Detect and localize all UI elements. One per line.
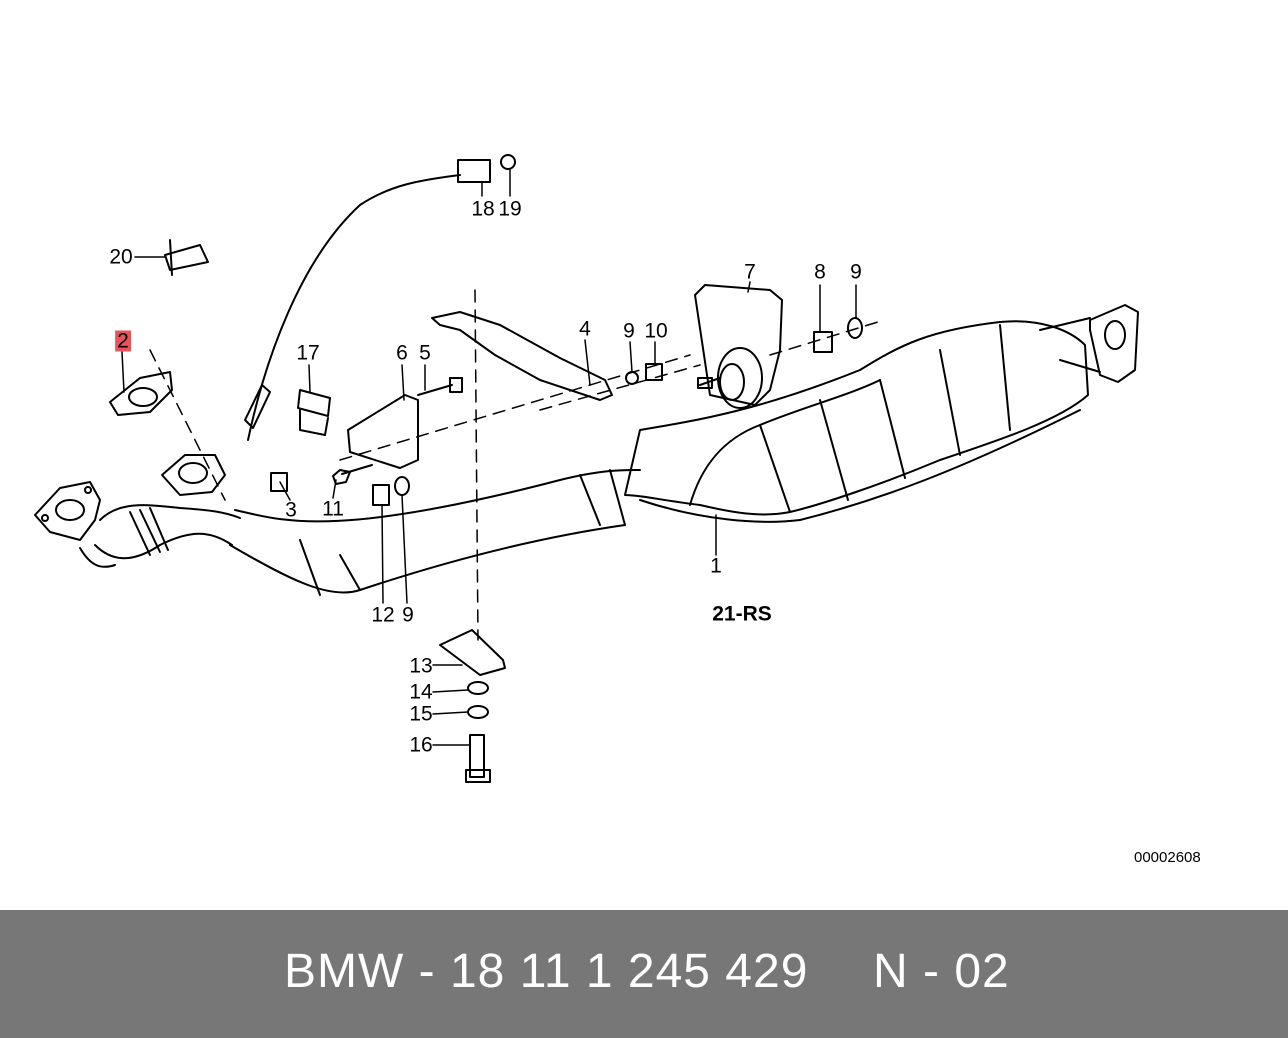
small-fasteners bbox=[270, 317, 863, 506]
bracket-20 bbox=[164, 239, 209, 276]
callout-19[interactable]: 19 bbox=[498, 197, 522, 221]
callout-4[interactable]: 4 bbox=[579, 317, 591, 341]
leader-lines bbox=[121, 169, 857, 746]
callout-14[interactable]: 14 bbox=[409, 680, 433, 704]
mount-plate bbox=[347, 394, 419, 469]
callout-8[interactable]: 8 bbox=[814, 260, 826, 284]
hanger-bracket bbox=[431, 311, 613, 401]
callout-20[interactable]: 20 bbox=[109, 245, 133, 269]
callout-9-lower[interactable]: 9 bbox=[402, 603, 414, 627]
callout-11[interactable]: 11 bbox=[322, 497, 344, 521]
bolt-5 bbox=[417, 377, 463, 396]
assembly-label: 21-RS bbox=[712, 602, 772, 626]
callout-2[interactable]: 2 bbox=[115, 329, 131, 353]
callout-3[interactable]: 3 bbox=[285, 498, 297, 522]
lower-mount-stack bbox=[439, 629, 506, 783]
rear-muffler bbox=[624, 320, 1089, 523]
image-code: 00002608 bbox=[1134, 849, 1201, 866]
callout-16[interactable]: 16 bbox=[409, 733, 433, 757]
mount-bracket bbox=[694, 284, 783, 409]
callout-1[interactable]: 1 bbox=[710, 554, 722, 578]
mid-flange bbox=[161, 454, 226, 496]
part-number: BMW - 18 11 1 245 429 bbox=[284, 945, 809, 998]
front-pipes bbox=[79, 504, 241, 568]
part-number-footer: BMW - 18 11 1 245 429 N - 02 bbox=[0, 910, 1288, 1038]
position-code: N - 02 bbox=[873, 945, 1010, 998]
rear-flange bbox=[1039, 304, 1139, 383]
callout-10[interactable]: 10 bbox=[644, 319, 668, 343]
rubber-bushing bbox=[297, 389, 331, 436]
exhaust-pipe bbox=[229, 469, 641, 596]
callout-7[interactable]: 7 bbox=[744, 260, 756, 284]
callout-17[interactable]: 17 bbox=[296, 341, 320, 365]
callout-5[interactable]: 5 bbox=[419, 341, 431, 365]
callout-9-rear[interactable]: 9 bbox=[850, 260, 862, 284]
oxygen-sensor bbox=[244, 154, 516, 441]
callout-18[interactable]: 18 bbox=[471, 197, 495, 221]
diagram-drawing bbox=[34, 154, 1139, 783]
exhaust-parts-diagram: 1 2 3 4 5 6 7 8 9 9 9 10 11 12 13 14 15 … bbox=[34, 154, 1201, 866]
callout-15[interactable]: 15 bbox=[409, 702, 433, 726]
callout-12[interactable]: 12 bbox=[371, 603, 395, 627]
gasket bbox=[109, 371, 173, 416]
guide-lines bbox=[149, 289, 879, 641]
callout-9-mid[interactable]: 9 bbox=[623, 319, 635, 343]
front-flange bbox=[34, 481, 101, 541]
callout-6[interactable]: 6 bbox=[396, 341, 408, 365]
callout-13[interactable]: 13 bbox=[409, 654, 433, 678]
